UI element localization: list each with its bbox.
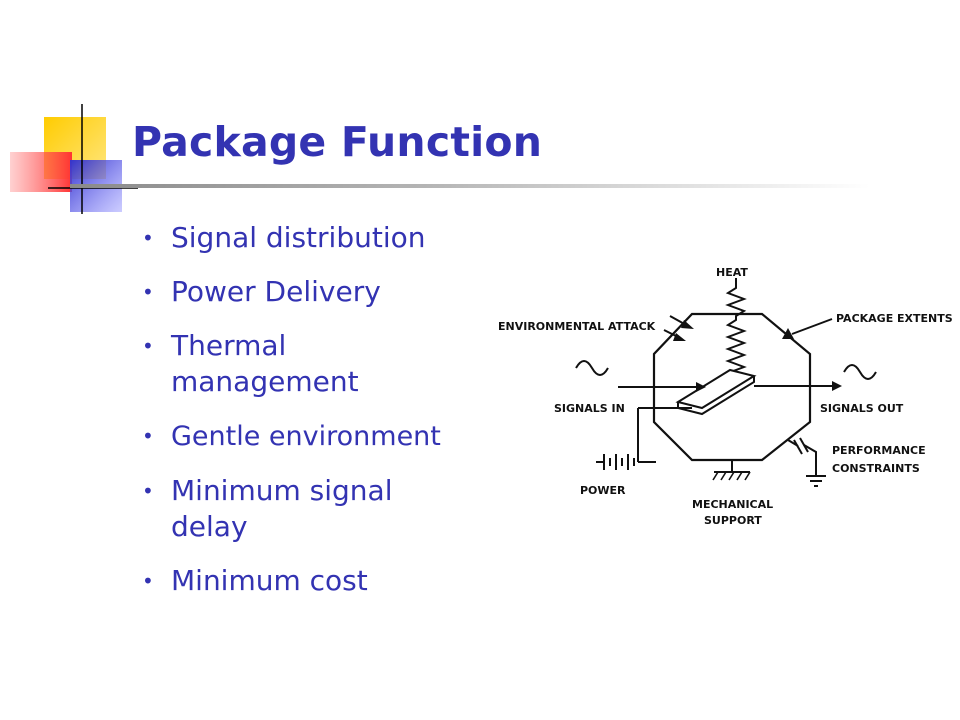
package-diagram: HEAT SIGNALS IN SIGNALS OUT ENVIRONMENTA…: [492, 262, 958, 534]
signals-in-wave: [575, 360, 609, 376]
constraints-label: CONSTRAINTS: [832, 462, 920, 475]
power-label: POWER: [580, 484, 626, 497]
cap-plate-1: [793, 439, 803, 455]
bullet-dot: •: [142, 569, 154, 593]
bullet-text: Minimum signal delay: [171, 474, 393, 543]
environmental-attack-label: ENVIRONMENTAL ATTACK: [498, 320, 656, 333]
chip-edge: [677, 376, 755, 416]
heat-resistor: [725, 278, 747, 386]
heat-label: HEAT: [716, 266, 748, 279]
ground-icon: [806, 475, 826, 487]
bullet-list: • Signal distribution • Power Delivery • Th…: [140, 220, 500, 617]
env-attack-arrowhead-1: [681, 320, 694, 329]
page-title: Package Function: [132, 118, 543, 166]
package-extents-leader: [791, 318, 833, 335]
bullet-item: • Minimum signal delay: [140, 473, 500, 545]
bullet-item: • Minimum cost: [140, 563, 500, 599]
signals-out-arrowhead: [832, 381, 842, 391]
bullet-text: Gentle environment: [171, 421, 441, 452]
support-label: SUPPORT: [704, 514, 762, 527]
bullet-item: • Power Delivery: [140, 274, 500, 310]
perf-wire-2: [803, 444, 817, 476]
signals-out-wave: [843, 364, 877, 380]
corner-decoration: [10, 104, 138, 214]
bullet-text: Thermal management: [171, 329, 359, 398]
signals-out-label: SIGNALS OUT: [820, 402, 904, 415]
mechanical-label: MECHANICAL: [692, 498, 773, 511]
bullet-dot: •: [142, 280, 154, 304]
bullet-text: Minimum cost: [171, 564, 368, 597]
package-outline-octagon: [652, 312, 812, 462]
bullet-item: • Signal distribution: [140, 220, 500, 256]
battery-icon: [596, 454, 635, 470]
bullet-dot: •: [142, 424, 154, 448]
bullet-item: • Thermal management: [140, 328, 500, 400]
title-divider: [70, 184, 870, 188]
bullet-dot: •: [142, 334, 154, 358]
bullet-dot: •: [142, 226, 154, 250]
env-attack-arrowhead-2: [673, 333, 686, 341]
signals-in-label: SIGNALS IN: [554, 402, 625, 415]
performance-label: PERFORMANCE: [832, 444, 926, 457]
bullet-item: • Gentle environment: [140, 418, 500, 455]
signals-in-arrowhead: [696, 382, 706, 392]
package-extents-label: PACKAGE EXTENTS: [836, 312, 953, 325]
mech-support-hatch: [712, 471, 751, 481]
bullet-text: Signal distribution: [171, 221, 426, 254]
bullet-text: Power Delivery: [171, 275, 381, 308]
bullet-dot: •: [142, 479, 154, 503]
deco-red-square: [10, 152, 72, 192]
package-extents-arrowhead: [782, 328, 794, 339]
